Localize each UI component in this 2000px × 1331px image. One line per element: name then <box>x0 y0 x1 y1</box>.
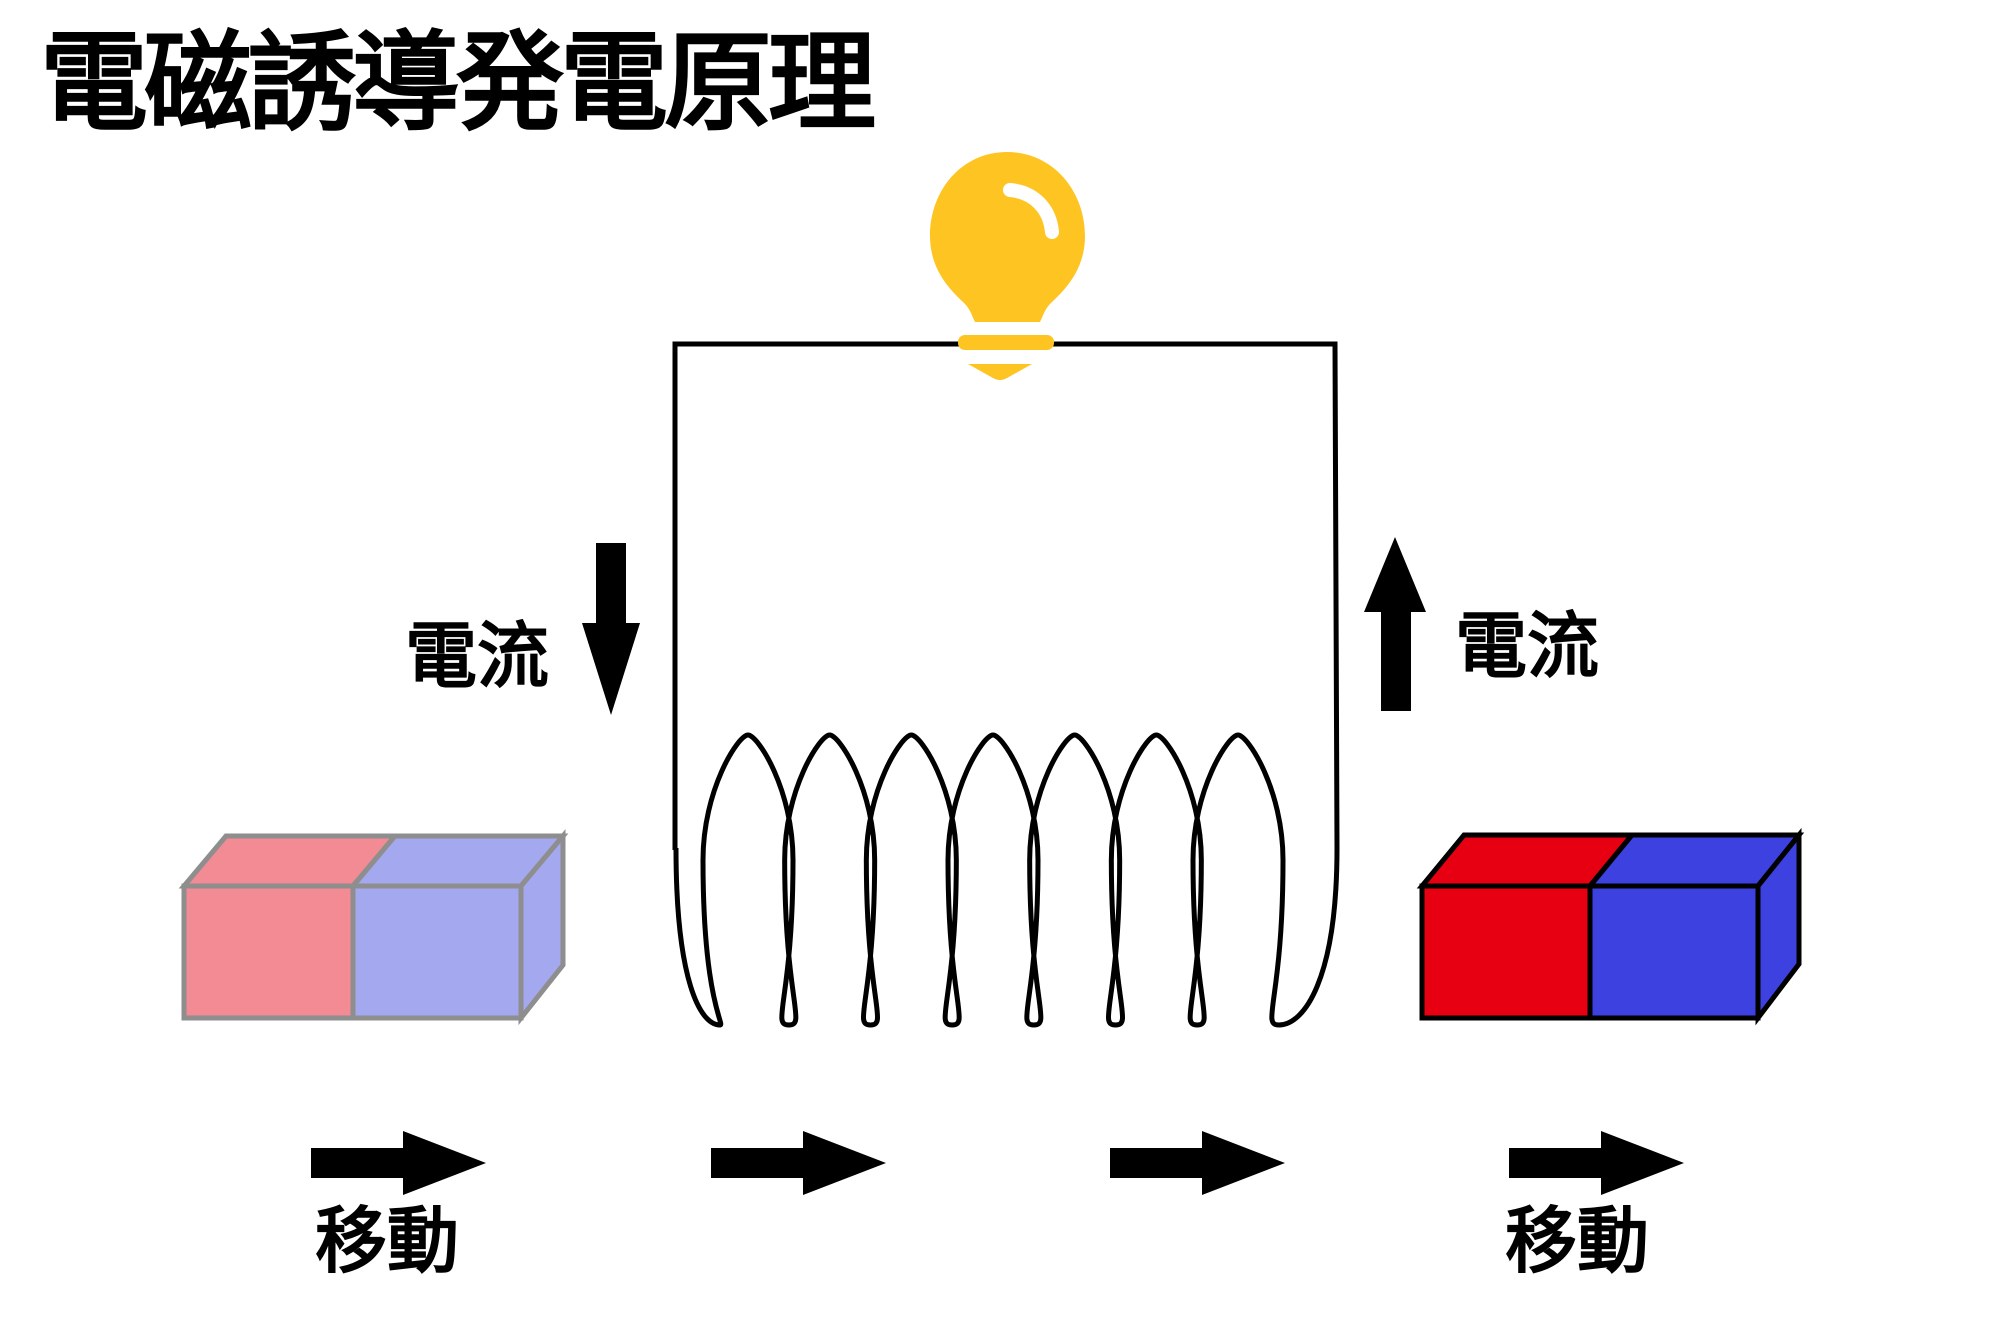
bulb-base-band <box>958 335 1054 350</box>
page-title: 電磁誘導発電原理 <box>40 21 876 146</box>
current-label-right: 電流 <box>1455 604 1600 688</box>
motion-arrow-right-icon <box>711 1131 886 1195</box>
magnet-after <box>1416 827 1805 1026</box>
bulb-highlight <box>1003 183 1059 239</box>
coil <box>673 732 1340 1028</box>
bulb-glass <box>930 152 1085 322</box>
move-label-right: 移動 <box>1505 1199 1650 1283</box>
magnet-before-south-front <box>350 883 524 1021</box>
magnet-before-north-front <box>181 883 356 1021</box>
bulb-tip <box>968 364 1032 380</box>
motion-arrow-right-icon <box>1110 1131 1285 1195</box>
current-arrow-up-icon <box>1364 537 1426 711</box>
current-label-left: 電流 <box>405 614 550 698</box>
magnet-before <box>178 829 569 1026</box>
magnet-after-north-front <box>1419 883 1593 1021</box>
current-arrow-down-icon <box>582 543 640 715</box>
motion-arrow-right-icon <box>311 1131 486 1195</box>
coil-winding <box>673 732 1340 1028</box>
motion-arrows <box>311 1131 1684 1195</box>
lightbulb-icon <box>930 152 1085 380</box>
motion-arrow-right-icon <box>1509 1131 1684 1195</box>
magnet-after-south-front <box>1587 883 1761 1021</box>
move-label-left: 移動 <box>315 1199 460 1283</box>
